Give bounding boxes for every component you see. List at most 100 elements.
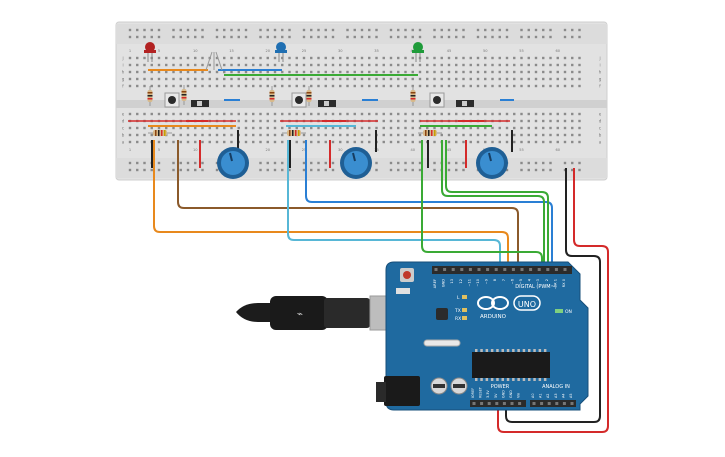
- analog-pin-label: A5: [569, 394, 573, 398]
- row-letter: i: [122, 63, 123, 68]
- power-pin-label: RESET: [479, 386, 483, 398]
- push-button[interactable]: [164, 92, 180, 108]
- usb-icon: ⌁: [297, 309, 303, 320]
- red-led: [144, 42, 156, 62]
- power-pin: [518, 402, 522, 405]
- digital-pin-label: 13: [450, 279, 454, 284]
- column-number: 1: [129, 148, 131, 152]
- green-led: [412, 42, 424, 62]
- row-letter: i: [599, 63, 600, 68]
- row-letter: e: [599, 112, 602, 117]
- power-pin-header: [472, 402, 574, 405]
- analog-pin: [547, 402, 551, 405]
- orange-wire: [153, 140, 509, 266]
- column-number: 10: [193, 148, 198, 152]
- digital-pin-label: 4: [528, 278, 532, 281]
- brand-label: ARDUINO: [480, 314, 507, 320]
- led-l-label: L: [457, 295, 460, 301]
- power-pin-label: IOREF: [471, 388, 475, 398]
- column-number: 60: [555, 49, 560, 53]
- digital-pin-label: 2: [545, 279, 549, 281]
- on-label: ON: [565, 309, 572, 315]
- led-rx-label: RX: [455, 316, 461, 322]
- analog-pin-label: A0: [531, 394, 535, 398]
- push-button[interactable]: [429, 92, 445, 108]
- digital-pin-label: ~3: [536, 279, 540, 284]
- red-wire-5v: [497, 168, 609, 433]
- digital-pin-label: ~9: [485, 278, 489, 284]
- potentiometer[interactable]: [340, 147, 372, 179]
- digital-pin: [511, 268, 515, 271]
- power-pin: [472, 402, 476, 405]
- column-number: 35: [374, 49, 379, 53]
- row-letter: b: [599, 133, 602, 138]
- column-number: 55: [519, 148, 524, 152]
- green-wire-3: [445, 140, 549, 266]
- digital-pin-label: 12: [459, 279, 463, 284]
- arduino-wires: [153, 140, 609, 433]
- digital-pin-header: [434, 268, 567, 271]
- column-number: 50: [483, 49, 488, 53]
- light-blue-wire: [287, 140, 501, 266]
- analog-pin-label: A4: [561, 394, 565, 398]
- digital-pin: [434, 268, 438, 271]
- resistor: [269, 86, 275, 106]
- digital-pin-label: AREF: [433, 279, 437, 288]
- digital-pin: [494, 268, 498, 271]
- row-letter: d: [122, 119, 125, 124]
- slide-switch[interactable]: [456, 100, 474, 107]
- row-letter: a: [599, 140, 602, 145]
- power-pin-label: GND: [501, 390, 505, 398]
- power-pin-label: Vin: [517, 393, 521, 398]
- row-letter: j: [121, 56, 123, 61]
- digital-pin: [468, 268, 472, 271]
- column-number: 20: [265, 148, 270, 152]
- atmega-chip: [472, 352, 550, 378]
- power-pin-label: 3.3V: [486, 390, 490, 398]
- digital-pin: [520, 268, 524, 271]
- analog-pin: [532, 402, 536, 405]
- row-letter: c: [599, 126, 601, 131]
- column-number: 60: [555, 148, 560, 152]
- arduino-logo: ARDUINO UNO: [477, 295, 541, 320]
- resistor: [148, 130, 172, 136]
- push-button[interactable]: [291, 92, 307, 108]
- blue-wire: [305, 140, 553, 266]
- digital-pin: [486, 268, 490, 271]
- digital-pin: [554, 268, 558, 271]
- digital-pin: [503, 268, 507, 271]
- power-pin: [487, 402, 491, 405]
- power-pin-label: GND: [509, 390, 513, 398]
- resistor: [306, 86, 312, 106]
- slide-switch[interactable]: [318, 100, 336, 107]
- resistor: [147, 86, 153, 106]
- analog-pin-label: A3: [554, 394, 558, 398]
- potentiometer[interactable]: [476, 147, 508, 179]
- digital-pin: [563, 268, 567, 271]
- slide-switch[interactable]: [191, 100, 209, 107]
- digital-pin: [443, 268, 447, 271]
- power-pin-label: 5V: [494, 393, 498, 398]
- analog-pin-label: A1: [539, 394, 543, 398]
- potentiometer[interactable]: [217, 147, 249, 179]
- row-letter: a: [122, 140, 125, 145]
- row-letter: h: [122, 70, 125, 75]
- column-number: 30: [338, 148, 343, 152]
- column-number: 1: [129, 49, 131, 53]
- digital-pin: [529, 268, 533, 271]
- model-label: UNO: [518, 300, 536, 309]
- power-pin: [480, 402, 484, 405]
- digital-pin-label: RX 0: [562, 278, 566, 287]
- led-tx-label: TX: [454, 308, 461, 314]
- digital-pin: [451, 268, 455, 271]
- column-number: 55: [519, 49, 524, 53]
- row-letter: g: [599, 77, 602, 82]
- blue-led: [275, 42, 287, 62]
- analog-pin: [570, 402, 574, 405]
- row-letter: c: [122, 126, 124, 131]
